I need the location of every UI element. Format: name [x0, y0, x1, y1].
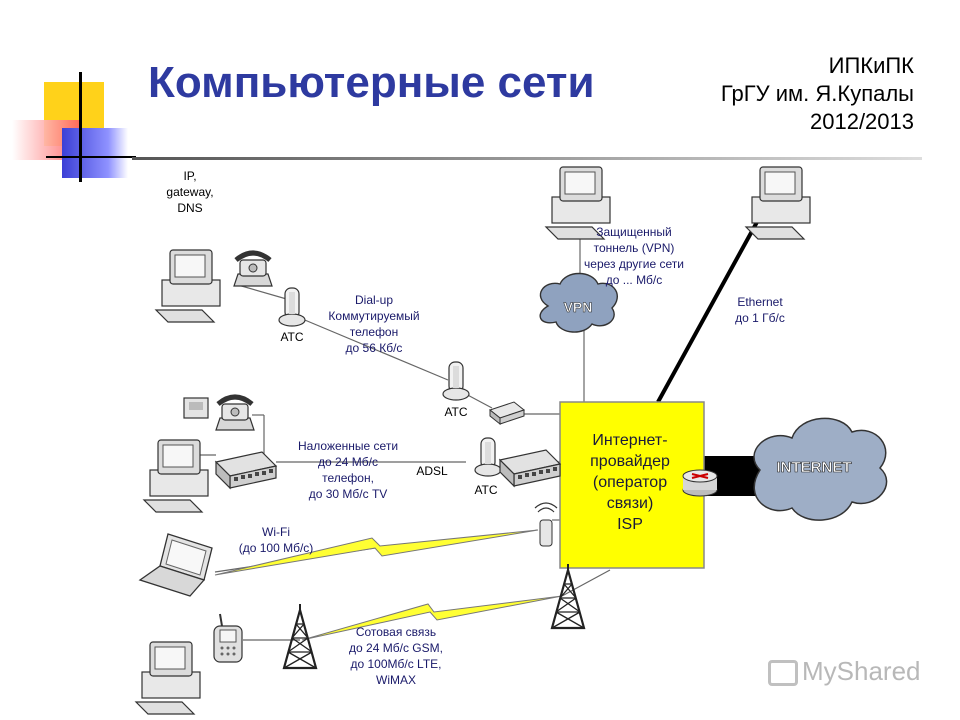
watermark: MyShared — [768, 656, 921, 687]
computer-icon — [155, 249, 221, 323]
cellular-line: WiMAX — [376, 673, 416, 687]
wifi-label: Wi-Fi (до 100 Мб/с) — [239, 525, 314, 555]
atc-label: АТС — [474, 483, 497, 497]
ethernet-label: Ethernet до 1 Гб/с — [735, 295, 785, 325]
dialup-line: до 56 Кб/с — [346, 341, 403, 355]
cellular-label: Сотовая связь до 24 Мб/с GSM, до 100Мб/с… — [349, 625, 443, 687]
vpn-tunnel-label: Защищенный тоннель (VPN) через другие се… — [584, 225, 684, 287]
modem-icon — [488, 401, 526, 426]
switch-icon — [499, 449, 561, 487]
watermark-text: MyShared — [802, 656, 921, 686]
internet-cloud-icon: INTERNET — [753, 417, 888, 521]
vpn-tunnel-line: до ... Мб/с — [606, 273, 663, 287]
isp-box — [559, 401, 705, 569]
internet-label: INTERNET — [777, 459, 852, 476]
overlay-networks-label: Наложенные сети до 24 Мб/с телефон, до 3… — [298, 439, 398, 501]
overlay-line: до 24 Мб/с — [318, 455, 378, 469]
wifi-line: (до 100 Мб/с) — [239, 541, 314, 555]
wifi-access-point-icon — [534, 502, 558, 547]
vpn-cloud-label: VPN — [564, 299, 593, 315]
org-line-3: 2012/2013 — [810, 109, 914, 134]
ethernet-line: до 1 Гб/с — [735, 311, 785, 325]
watermark-logo-icon — [768, 660, 798, 687]
phone-icon — [216, 397, 254, 430]
ip-label: IP, gateway, DNS — [166, 169, 213, 215]
computer-icon — [135, 641, 201, 715]
atc-icon — [442, 361, 470, 401]
decor-vertical-line — [79, 72, 82, 182]
dialup-label: Dial-up Коммутируемый телефон до 56 Кб/с — [328, 293, 419, 355]
cell-tower-icon — [550, 562, 586, 630]
dialup-line: Коммутируемый — [328, 309, 419, 323]
phone-icon — [234, 253, 272, 286]
isp-line-1: Интернет- — [592, 432, 667, 449]
wifi-lightning — [214, 529, 539, 576]
router-icon — [682, 469, 718, 497]
overlay-line: телефон, — [322, 471, 374, 485]
isp-line-3: (оператор — [593, 474, 667, 491]
ethernet-line: Ethernet — [737, 295, 783, 309]
ip-label-line: gateway, — [166, 185, 213, 199]
ip-label-line: DNS — [177, 201, 202, 215]
decor-blue-square — [62, 128, 128, 178]
vpn-tunnel-line: через другие сети — [584, 257, 684, 271]
decor-horizontal-line — [46, 156, 136, 158]
overlay-line: Наложенные сети — [298, 439, 398, 453]
org-line-2: ГрГУ им. Я.Купалы — [720, 81, 914, 106]
vpn-cloud-icon: VPN — [539, 272, 618, 333]
cellular-line: до 100Мб/с LTE, — [350, 657, 441, 671]
vpn-tunnel-line: тоннель (VPN) — [594, 241, 675, 255]
computer-icon — [143, 439, 209, 513]
fax-icon — [183, 397, 209, 419]
atc-label: АТС — [280, 330, 303, 344]
adsl-label: ADSL — [416, 464, 448, 478]
org-line-1: ИПКиПК — [828, 53, 914, 78]
cellular-line: до 24 Мб/с GSM, — [349, 641, 443, 655]
atc-label: АТС — [444, 405, 467, 419]
cell-tower-icon — [282, 602, 318, 670]
page-title: Компьютерные сети — [148, 58, 595, 107]
cellular-line: Сотовая связь — [356, 625, 436, 639]
title-underline — [132, 157, 922, 160]
atc-icon — [278, 287, 306, 327]
isp-line-5: ISP — [617, 516, 643, 533]
mobile-phone-icon — [213, 613, 243, 663]
ethernet-cable — [656, 221, 759, 403]
atc-icon — [474, 437, 502, 477]
overlay-line: до 30 Мб/с TV — [309, 487, 388, 501]
wifi-line: Wi-Fi — [262, 525, 290, 539]
connection-lines — [190, 228, 585, 641]
dialup-line: телефон — [350, 325, 399, 339]
isp-line-4: связи) — [607, 495, 654, 512]
switch-icon — [215, 451, 277, 489]
computer-icon — [745, 166, 811, 240]
dialup-line: Dial-up — [355, 293, 393, 307]
laptop-icon — [138, 533, 213, 597]
isp-line-2: провайдер — [590, 453, 670, 470]
vpn-tunnel-line: Защищенный — [596, 225, 672, 239]
ip-label-line: IP, — [183, 169, 196, 183]
organization-info: ИПКиПК ГрГУ им. Я.Купалы 2012/2013 — [721, 52, 914, 136]
